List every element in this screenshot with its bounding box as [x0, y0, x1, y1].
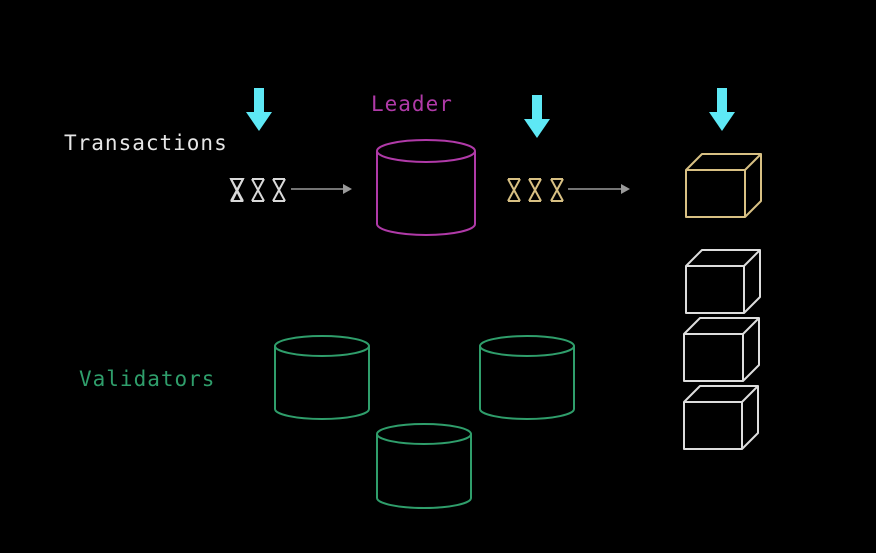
flow-arrow-icon: [568, 184, 630, 194]
transactions-label: Transactions: [64, 131, 228, 155]
hourglass-icon: [229, 178, 245, 202]
ledger-block-cube-icon: [683, 385, 759, 450]
down-arrow-icon: [246, 88, 272, 131]
validator-cylinder-icon: [479, 335, 575, 420]
ledger-block-cube-icon: [683, 317, 760, 382]
flow-arrow-icon: [291, 184, 352, 194]
validator-cylinder-icon: [274, 335, 370, 420]
ledger-block-cube-icon: [685, 249, 761, 314]
processed-transactions: [507, 178, 564, 202]
hourglass-icon: [272, 178, 286, 202]
hourglass-icon: [507, 178, 521, 202]
hourglass-icon: [528, 178, 542, 202]
down-arrow-icon: [709, 88, 735, 131]
down-arrow-icon: [524, 95, 550, 138]
validator-cylinder-icon: [376, 423, 472, 509]
hourglass-icon: [550, 178, 564, 202]
leader-cylinder-icon: [376, 139, 476, 236]
leader-label: Leader: [371, 92, 453, 116]
validators-label: Validators: [79, 367, 216, 391]
new-block-cube-icon: [685, 153, 762, 218]
pending-transactions: [229, 178, 286, 202]
hourglass-icon: [251, 178, 265, 202]
